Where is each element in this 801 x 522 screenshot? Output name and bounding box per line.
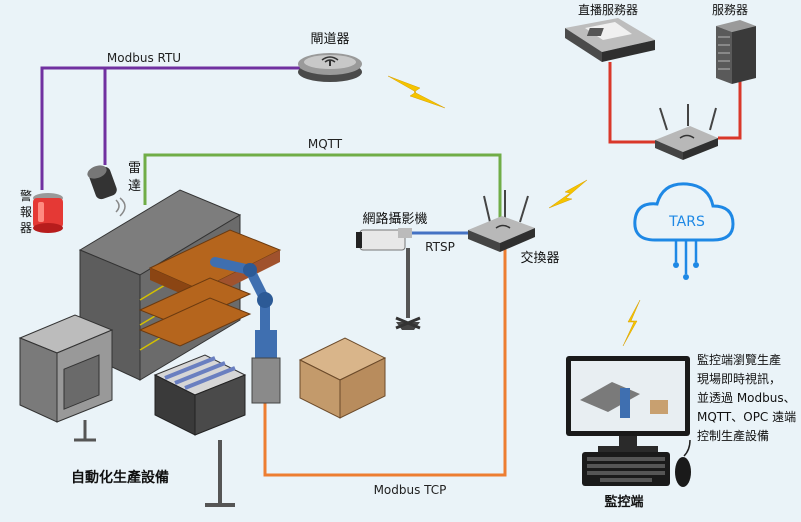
streaming-server-icon bbox=[565, 18, 655, 62]
modbus-rtu-line bbox=[40, 66, 300, 190]
ip-camera-icon bbox=[356, 228, 421, 330]
modbus-tcp-line bbox=[263, 245, 507, 477]
rtsp-label: RTSP bbox=[425, 240, 455, 254]
lightning-icon bbox=[548, 179, 588, 209]
gateway-label: 閘道器 bbox=[310, 32, 349, 47]
streaming-server-label: 直播服務器 bbox=[578, 3, 638, 17]
mqtt-label: MQTT bbox=[308, 137, 343, 151]
monitor-description: 監控端瀏覽生產 現場即時視訊， 並透過 Modbus、 MQTT、OPC 遠端 … bbox=[697, 352, 800, 443]
server-link-line bbox=[608, 62, 742, 144]
server-icon bbox=[716, 20, 756, 84]
automation-equipment-illustration bbox=[18, 189, 387, 507]
radar-icon bbox=[87, 165, 126, 217]
alarm-icon bbox=[33, 193, 63, 233]
monitor-terminal-label: 監控端 bbox=[604, 494, 643, 510]
ip-camera-label: 網路攝影機 bbox=[362, 211, 427, 227]
monitor-icon bbox=[566, 356, 690, 452]
radar-label: 雷 達 bbox=[128, 161, 145, 194]
modbus-tcp-label: Modbus TCP bbox=[374, 483, 447, 497]
alarm-label: 警 報 器 bbox=[20, 188, 36, 235]
router-icon bbox=[655, 104, 718, 160]
server-label: 服務器 bbox=[712, 3, 748, 17]
keyboard-icon bbox=[582, 452, 670, 486]
switch-label: 交換器 bbox=[520, 250, 559, 266]
tars-label: TARS bbox=[668, 214, 705, 230]
mqtt-line bbox=[143, 153, 502, 225]
gateway-icon bbox=[298, 53, 362, 82]
lightning-icon bbox=[622, 299, 641, 347]
mouse-icon bbox=[675, 439, 691, 487]
lightning-icon bbox=[387, 75, 446, 109]
automation-equipment-label: 自動化生產設備 bbox=[71, 469, 169, 486]
modbus-rtu-label: Modbus RTU bbox=[107, 51, 181, 65]
switch-icon bbox=[468, 190, 535, 252]
tars-cloud-icon bbox=[633, 182, 735, 280]
